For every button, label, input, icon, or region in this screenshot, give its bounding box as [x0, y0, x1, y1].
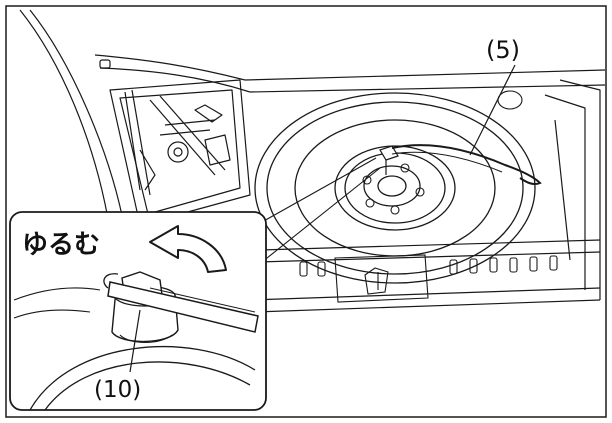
label-part-10: (10) [94, 377, 141, 403]
label-part-5: (5) [486, 36, 520, 64]
hook-cable-inner [391, 151, 503, 173]
loosen-arrow-icon [149, 225, 227, 273]
round-cap [497, 90, 523, 110]
clamp-bolt [379, 145, 399, 175]
leader-line-5 [469, 64, 516, 156]
inset-detail [9, 211, 267, 411]
spare-tire [254, 92, 536, 284]
wheel-lug-holes [362, 163, 425, 215]
leader-line-10 [129, 309, 141, 373]
figure-frame [5, 5, 607, 418]
zoom-lines [261, 157, 381, 263]
floor-grille [299, 254, 558, 303]
trunk-compartment [19, 9, 606, 313]
hook-cable [391, 144, 542, 186]
label-loosen: ゆるむ [22, 230, 100, 260]
